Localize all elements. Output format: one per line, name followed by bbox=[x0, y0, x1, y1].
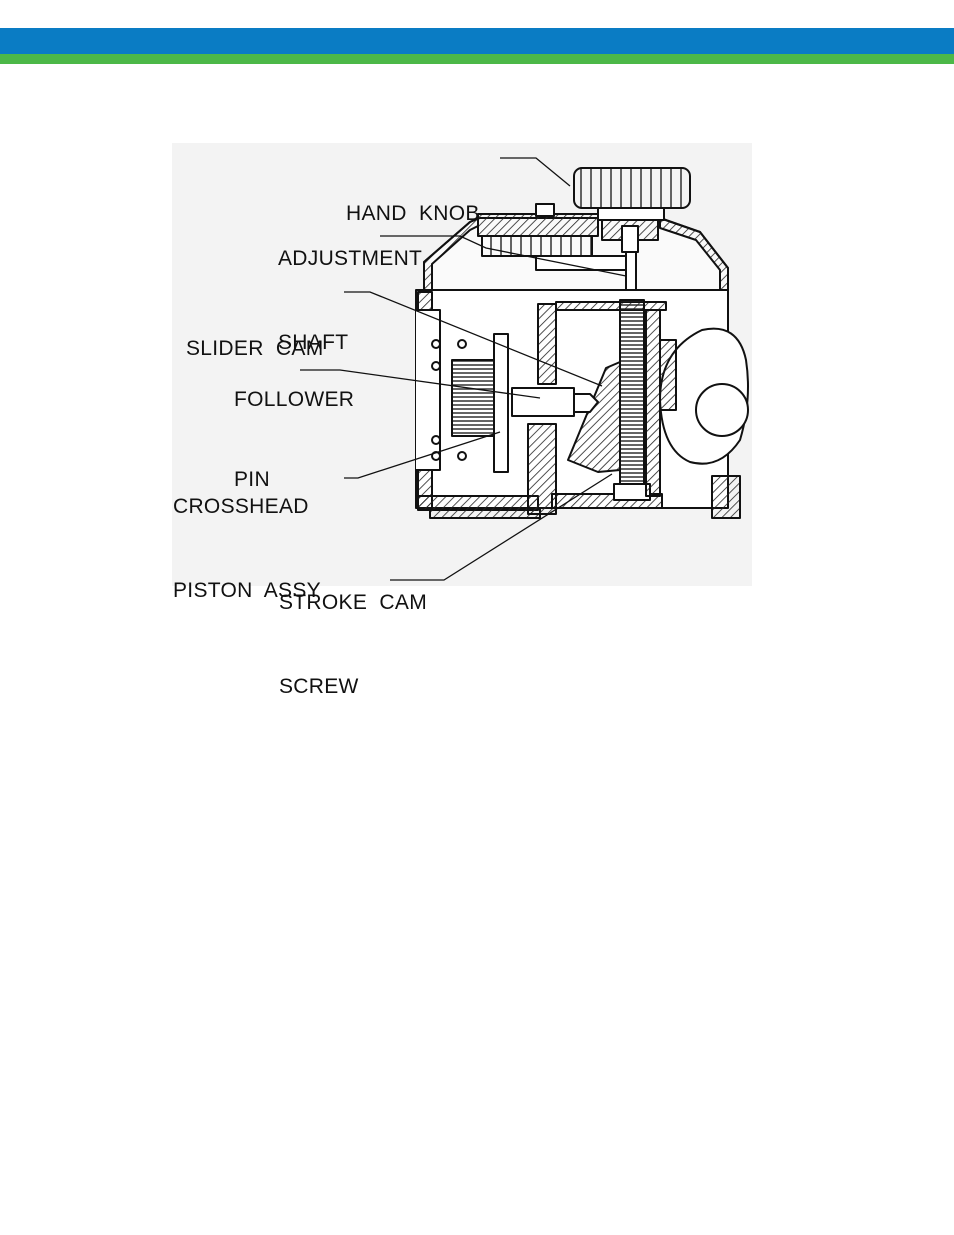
right-foot bbox=[711, 475, 741, 519]
leader-slider-cam bbox=[344, 291, 603, 387]
shaft-collar bbox=[621, 225, 639, 253]
stroke-cam-screw bbox=[619, 299, 645, 493]
left-port bbox=[416, 309, 441, 471]
spring-coil bbox=[457, 451, 467, 461]
callout-stroke-cam-screw-line1: STROKE CAM bbox=[279, 591, 427, 614]
leader-follower-pin bbox=[300, 369, 541, 399]
dial-plate bbox=[477, 213, 599, 237]
spring-coil bbox=[431, 339, 441, 349]
lock-screw bbox=[535, 203, 555, 217]
knob-hub bbox=[597, 207, 665, 221]
callout-follower-pin: FOLLOWER PIN bbox=[234, 330, 354, 522]
crosshead-plate bbox=[493, 333, 509, 473]
leader-crosshead-piston-assy bbox=[344, 431, 501, 479]
follower-pin bbox=[511, 387, 575, 417]
spring-coil bbox=[431, 451, 441, 461]
right-lug bbox=[659, 339, 677, 411]
callout-stroke-cam-screw: STROKE CAM SCREW bbox=[279, 533, 427, 729]
callout-hand-knob-line1: HAND KNOB bbox=[346, 202, 480, 225]
dial-base bbox=[535, 255, 627, 271]
inner-wall-top bbox=[537, 303, 557, 385]
callout-slider-cam-line1: SLIDER CAM bbox=[186, 337, 324, 360]
callout-follower-pin-line1: FOLLOWER bbox=[234, 388, 355, 411]
callout-hand-knob: HAND KNOB bbox=[346, 144, 480, 256]
callout-crosshead-piston-assy: CROSSHEAD PISTON ASSY bbox=[173, 437, 321, 633]
crosshead-piston bbox=[451, 359, 501, 437]
callout-adjustment-shaft: ADJUSTMENT SHAFT bbox=[278, 189, 422, 385]
callout-stroke-cam-screw-line2: SCREW bbox=[279, 675, 359, 698]
leader-stroke-cam-screw bbox=[390, 473, 613, 581]
leader-hand-knob bbox=[500, 157, 571, 187]
spring-coil bbox=[457, 339, 467, 349]
leader-adjustment-shaft bbox=[380, 235, 627, 277]
screw-bearing bbox=[613, 483, 651, 501]
screw-housing bbox=[645, 309, 661, 497]
housing-bottom bbox=[417, 495, 539, 511]
callout-adjustment-shaft-line1: ADJUSTMENT bbox=[278, 247, 423, 270]
eccentric-bearing bbox=[695, 383, 749, 437]
spring-coil bbox=[431, 435, 441, 445]
follower-tip bbox=[573, 393, 599, 413]
callout-crosshead-piston-assy-line1: CROSSHEAD bbox=[173, 495, 309, 518]
callout-slider-cam: SLIDER CAM bbox=[186, 279, 324, 391]
header-blue-band bbox=[0, 28, 954, 54]
callout-adjustment-shaft-line2: SHAFT bbox=[278, 331, 349, 354]
callout-follower-pin-line2: PIN bbox=[234, 468, 270, 491]
callout-crosshead-piston-assy-line2: PISTON ASSY bbox=[173, 579, 321, 602]
slider-cam bbox=[567, 361, 621, 473]
header-green-band bbox=[0, 54, 954, 64]
hand-knob bbox=[573, 167, 691, 209]
dial-scale bbox=[481, 235, 593, 257]
spring-coil bbox=[431, 361, 441, 371]
slide-guide bbox=[555, 301, 667, 311]
